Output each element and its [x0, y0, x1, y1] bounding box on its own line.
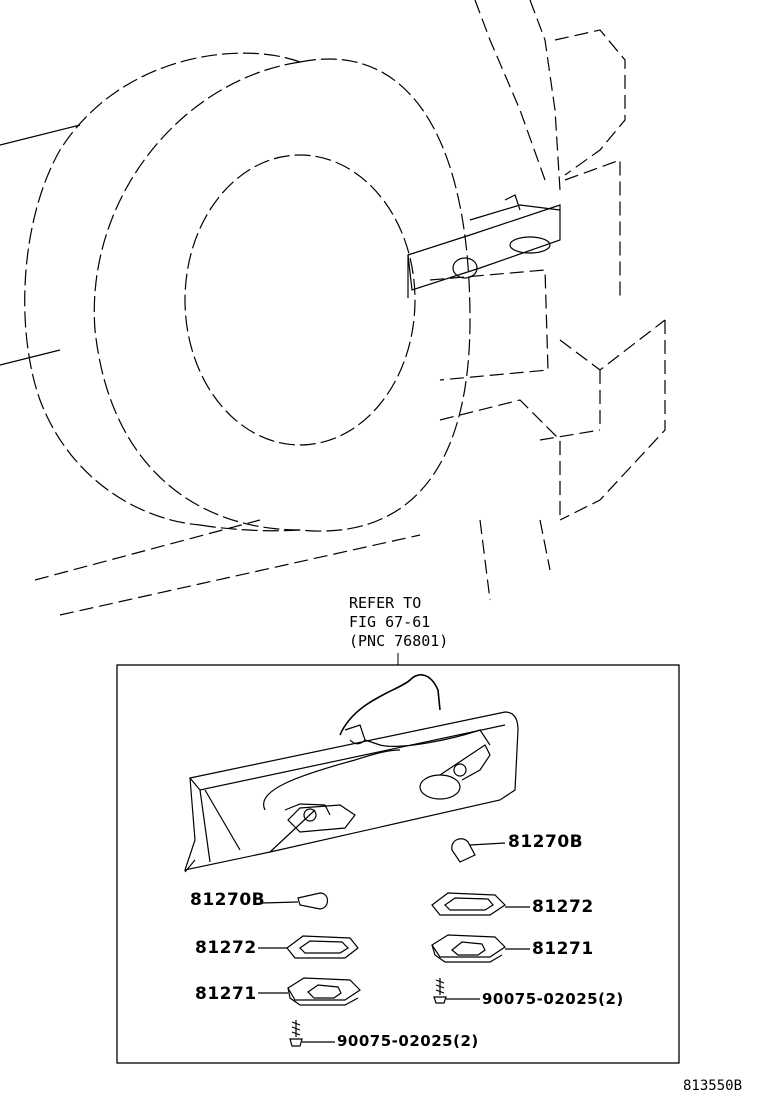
gasket-left: [258, 935, 359, 959]
callout-gasket-left[interactable]: 81272: [195, 938, 257, 958]
callout-bulb-left[interactable]: 81270B: [190, 890, 266, 910]
lamp-bar-exploded: [184, 674, 519, 873]
bulb-left: [261, 892, 329, 910]
callout-housing-right[interactable]: 81271: [532, 939, 594, 959]
callout-screw-left[interactable]: 90075-02025(2): [337, 1032, 479, 1050]
figure-id: 813550B: [683, 1078, 743, 1094]
housing-right: [431, 934, 530, 963]
spare-tire-outer: [93, 58, 471, 532]
bulb-right: [451, 838, 506, 863]
screw-left: [289, 1020, 335, 1047]
callout-screw-right[interactable]: 90075-02025(2): [482, 990, 624, 1008]
screw-right: [433, 978, 480, 1004]
callout-bulb-right[interactable]: 81270B: [508, 832, 584, 852]
spare-tire-rim: [184, 154, 416, 446]
vehicle-lamp-assembly: [407, 204, 561, 291]
callout-housing-left[interactable]: 81271: [195, 984, 257, 1004]
callout-gasket-right[interactable]: 81272: [532, 897, 594, 917]
vehicle-rear-illustration: [0, 0, 666, 616]
detail-box: [116, 664, 680, 1064]
gasket-right: [431, 892, 530, 916]
refer-note: REFER TO FIG 67-61 (PNC 76801): [349, 594, 448, 650]
refer-note-line-3: (PNC 76801): [349, 631, 449, 650]
refer-note-line-1: REFER TO: [349, 594, 422, 612]
refer-note-line-2: FIG 67-61: [349, 612, 431, 631]
housing-left: [258, 977, 361, 1006]
